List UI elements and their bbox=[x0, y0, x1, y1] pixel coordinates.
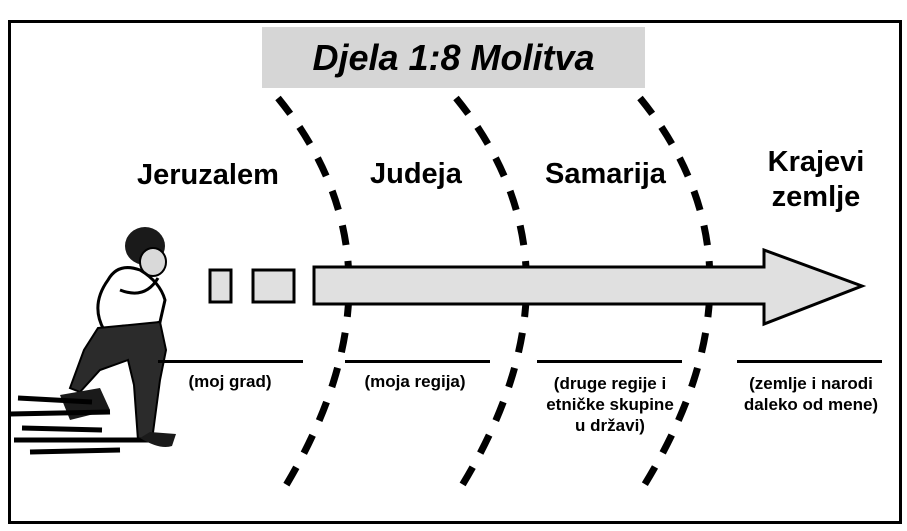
baseline-rule-1 bbox=[158, 360, 303, 363]
outreach-arrow bbox=[312, 247, 867, 327]
desc-krajevi-zemlje-line-2: daleko od mene) bbox=[743, 395, 879, 414]
arrow-dash-medium bbox=[251, 268, 296, 304]
praying-man-icon bbox=[9, 227, 176, 455]
desc-judeja: (moja regija) bbox=[364, 372, 466, 391]
diagram-title: Djela 1:8 Molitva bbox=[312, 36, 595, 78]
title-box: Djela 1:8 Molitva bbox=[262, 27, 645, 88]
baseline-rule-2 bbox=[345, 360, 490, 363]
desc-krajevi-zemlje: (zemlje i narodi daleko od mene) bbox=[731, 373, 891, 415]
desc-samarija: (druge regije i etničke skupine u državi… bbox=[530, 373, 690, 436]
region-krajevi-zemlje: Krajevi zemlje bbox=[757, 145, 875, 215]
desc-samarija-line-1: (druge regije i bbox=[553, 374, 667, 393]
desc-krajevi-zemlje-line-1: (zemlje i narodi bbox=[749, 374, 873, 393]
region-judeja: Judeja bbox=[370, 158, 462, 190]
desc-samarija-line-2: etničke skupine bbox=[546, 395, 674, 414]
region-krajevi-zemlje-line-1: Krajevi bbox=[767, 146, 865, 178]
baseline-rule-3 bbox=[537, 360, 682, 363]
region-krajevi-zemlje-line-2: zemlje bbox=[771, 181, 861, 213]
desc-jeruzalem: (moj grad) bbox=[188, 372, 272, 391]
arrow-dash-small bbox=[208, 268, 233, 304]
baseline-rule-4 bbox=[737, 360, 882, 363]
region-jeruzalem: Jeruzalem bbox=[137, 159, 279, 191]
desc-samarija-line-3: u državi) bbox=[575, 416, 645, 435]
region-samarija: Samarija bbox=[545, 158, 666, 190]
